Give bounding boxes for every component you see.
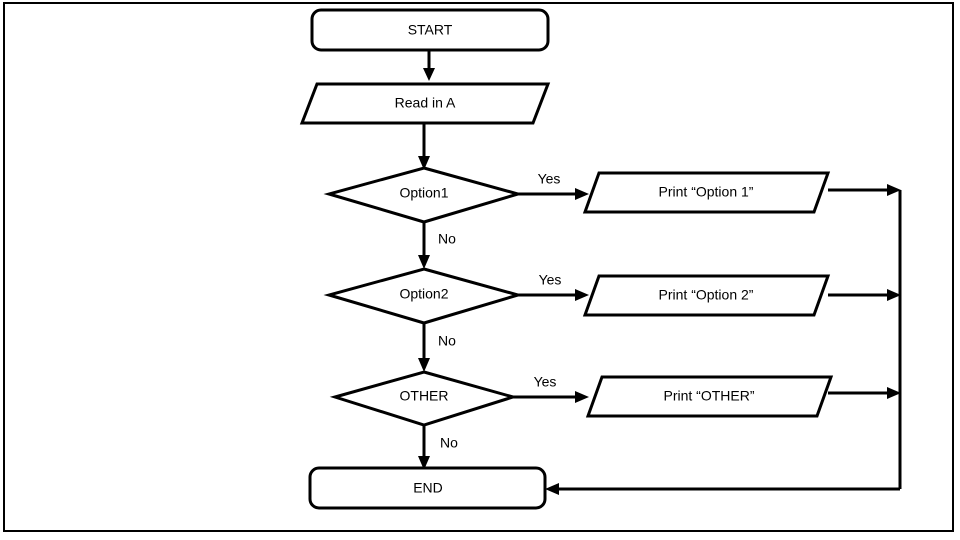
edge-label-no-option2: No: [438, 333, 456, 349]
node-decision-other-label: OTHER: [400, 388, 449, 404]
node-print-option2-label: Print “Option 2”: [659, 287, 754, 303]
arrow-head: [418, 456, 430, 470]
node-print-option1[interactable]: Print “Option 1”: [582, 171, 831, 214]
edge-option1-yes: [518, 188, 589, 200]
edge-option1-no: [418, 222, 430, 269]
node-decision-option2-label: Option2: [399, 286, 448, 302]
arrow-head: [545, 483, 559, 495]
node-decision-option1-label: Option1: [399, 185, 448, 201]
node-start-label: START: [408, 22, 453, 38]
edge-label-yes-other: Yes: [534, 374, 557, 390]
edge-option2-no: [418, 323, 430, 372]
arrow-head: [575, 188, 589, 200]
arrow-head: [418, 255, 430, 269]
arrow-head: [418, 358, 430, 372]
node-decision-option1[interactable]: Option1: [323, 166, 524, 224]
node-start[interactable]: START: [310, 8, 550, 52]
arrow-head: [887, 289, 901, 301]
edge-other-yes: [513, 391, 589, 403]
node-end-label: END: [413, 480, 443, 496]
node-end[interactable]: END: [308, 466, 547, 510]
edge-option2-yes: [518, 289, 589, 301]
edge-label-yes-option2: Yes: [539, 272, 562, 288]
edge-label-yes-option1: Yes: [538, 171, 561, 187]
node-read-in-a[interactable]: Read in A: [299, 82, 551, 125]
edge-print3-to-bus: [828, 387, 901, 399]
node-print-option1-label: Print “Option 1”: [659, 184, 754, 200]
edge-print1-to-bus: [828, 184, 901, 196]
edge-other-no: [418, 425, 430, 470]
node-decision-other[interactable]: OTHER: [329, 370, 519, 427]
arrow-head: [423, 68, 435, 81]
edge-label-no-option1: No: [438, 231, 456, 247]
arrow-head: [575, 391, 589, 403]
edge-return-bus-to-end: [545, 190, 902, 495]
arrow-head: [575, 289, 589, 301]
node-read-in-a-label: Read in A: [395, 95, 456, 111]
arrow-head: [418, 156, 430, 170]
edge-label-no-other: No: [440, 435, 458, 451]
node-decision-option2[interactable]: Option2: [323, 267, 524, 325]
edge-start-to-read: [423, 50, 435, 81]
arrow-head: [887, 387, 901, 399]
node-print-other[interactable]: Print “OTHER”: [585, 375, 834, 418]
edge-print2-to-bus: [828, 289, 901, 301]
edge-read-to-option1: [418, 124, 430, 170]
node-print-other-label: Print “OTHER”: [664, 388, 755, 404]
arrow-head: [887, 184, 901, 196]
node-print-option2[interactable]: Print “Option 2”: [582, 274, 831, 317]
